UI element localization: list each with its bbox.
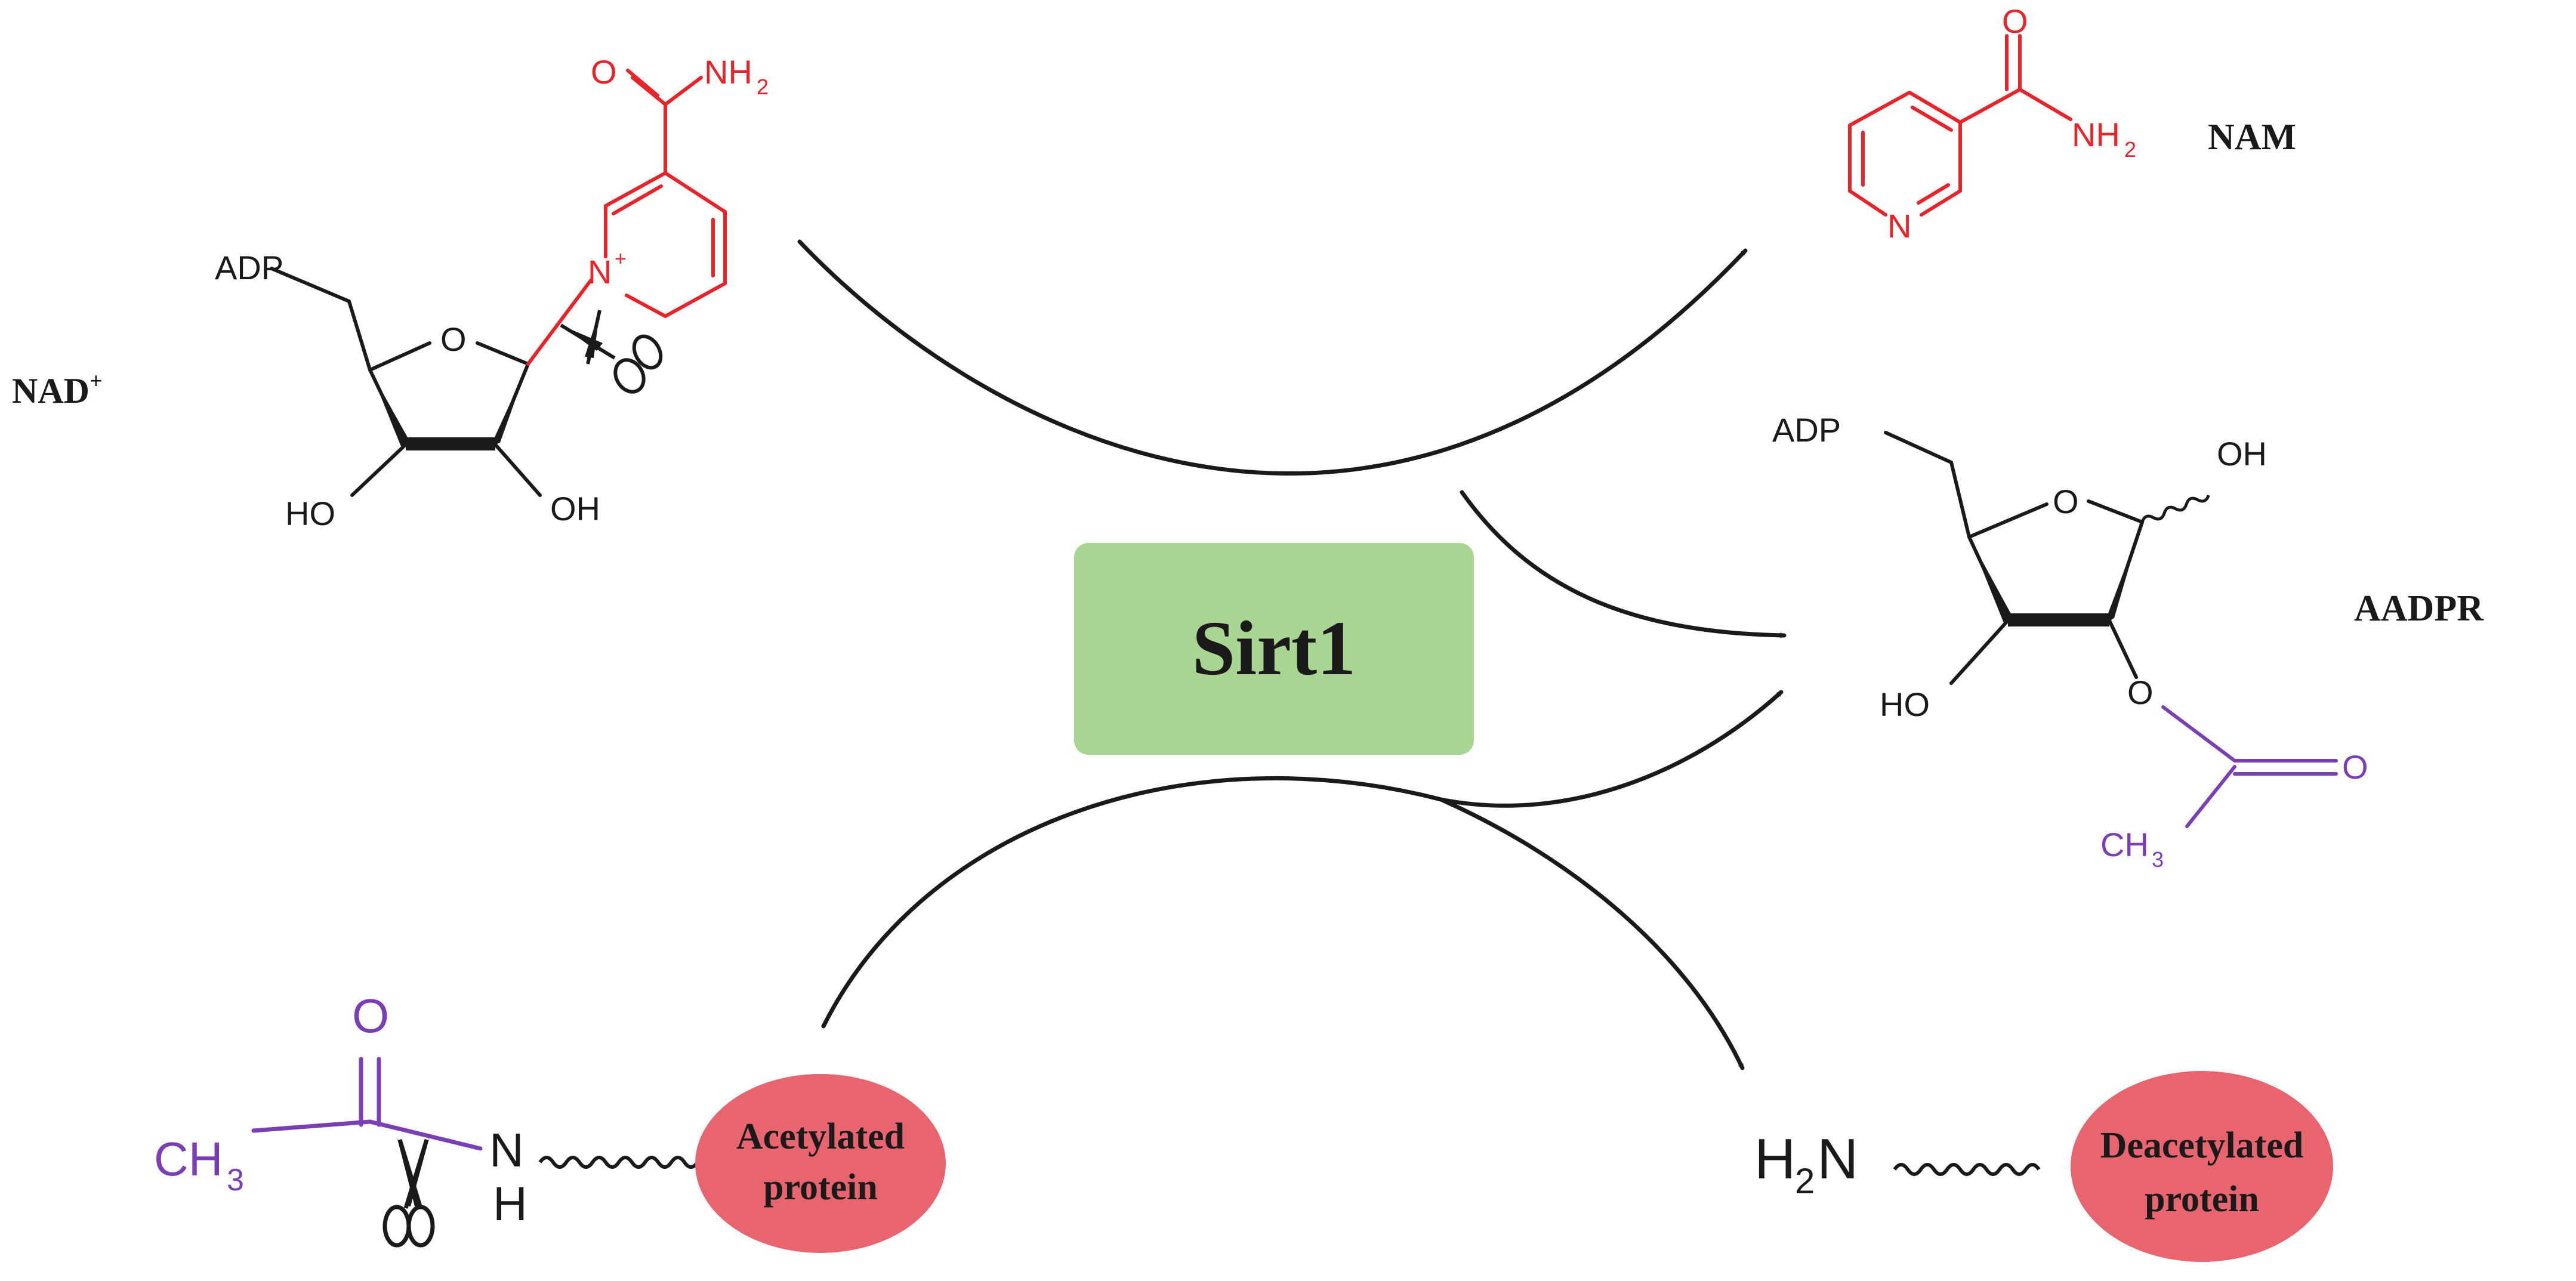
aadpr-oh-atom: OH (2217, 435, 2267, 473)
nad-nh-subscript: 2 (757, 75, 769, 99)
arrow-to-aadpr-bottom (821, 690, 1784, 1029)
arrow-to-aadpr-top (1460, 490, 1787, 638)
nad-carbonyl-oxygen: O (591, 53, 617, 91)
nam-oxygen: O (2002, 2, 2028, 40)
nad-ring-oxygen: O (440, 320, 467, 358)
amide-n-atom: N (489, 1123, 524, 1177)
nad-wedge-left (370, 370, 411, 446)
acetylated-substrate: CH 3 O N H Acetylated protein (154, 989, 946, 1253)
h2n-n-atom: N (1817, 1127, 1858, 1191)
nad-adp-atom: ADP (215, 249, 283, 286)
nad-ho-atom: HO (285, 495, 335, 532)
nam-pyridine-ring (1848, 34, 2072, 217)
nad-ribose-ring (270, 267, 542, 497)
scissors-icon (382, 1138, 435, 1248)
deacetylated-wavy-bond (1893, 1163, 2041, 1176)
nad-nh-atom: NH (704, 53, 752, 91)
acetylated-protein-label-line2: protein (763, 1167, 878, 1208)
sirt1-label: Sirt1 (1192, 606, 1356, 692)
aadpr-ch3-subscript: 3 (2152, 847, 2164, 872)
aadpr-acetyl-group (2161, 705, 2338, 828)
nad-bold-bond (406, 437, 495, 450)
nad-n-plus-atom: N (588, 253, 612, 291)
aadpr-ester-oxygen: O (2127, 674, 2154, 711)
aadpr-molecule: ADP O OH HO O O CH 3 (1772, 411, 2368, 872)
deacetylated-protein-label-line2: protein (2145, 1179, 2259, 1220)
sirt1-enzyme-box (1074, 543, 1474, 755)
arrow-to-deacetylated (1439, 797, 1745, 1070)
amide-h-atom: H (493, 1177, 527, 1230)
deacetylated-product: H 2 N Deacetylated protein (1754, 1071, 2333, 1262)
nam-n-atom: N (1887, 207, 1911, 245)
aadpr-ribose-ring (1884, 431, 2144, 685)
nad-label: NAD+ (12, 369, 103, 410)
nad-wedge-right (490, 364, 528, 446)
nad-oh-atom: OH (550, 490, 600, 527)
h2n-subscript: 2 (1795, 1161, 1815, 1201)
aadpr-label: AADPR (2354, 588, 2484, 629)
reaction-arrows (797, 239, 1787, 1070)
aadpr-ring-oxygen: O (2053, 483, 2079, 520)
aadpr-wedge-left (1969, 537, 2013, 623)
arrow-to-nam (797, 239, 1748, 476)
nad-nicotinamide-ring (526, 69, 727, 366)
nam-nh-subscript: 2 (2124, 137, 2136, 162)
scissors-icon (560, 310, 663, 394)
nam-nh-atom: NH (2072, 116, 2120, 153)
deacetylated-protein-label-line1: Deacetylated (2100, 1125, 2304, 1166)
acetylated-protein-blob (695, 1074, 946, 1253)
nam-molecule: N O NH 2 (1848, 2, 2136, 245)
acetyl-ch3-atom: CH (154, 1132, 223, 1186)
nam-label: NAM (2208, 117, 2296, 158)
acetyl-group (251, 1057, 483, 1151)
aadpr-adp-atom: ADP (1772, 411, 1841, 449)
aadpr-wedge-right (2105, 522, 2142, 623)
nad-molecule: ADP O HO OH N + O NH 2 (215, 53, 769, 532)
deacetylated-protein-blob (2071, 1071, 2333, 1262)
aadpr-anomeric-bond (2140, 495, 2210, 523)
h2n-h-atom: H (1754, 1127, 1796, 1191)
acetyl-ch3-subscript: 3 (227, 1163, 244, 1197)
acetylated-protein-label-line1: Acetylated (736, 1116, 905, 1157)
aadpr-acetyl-oxygen: O (2342, 748, 2368, 786)
aadpr-ch3-atom: CH (2100, 826, 2149, 863)
aadpr-bold-bond (2008, 613, 2109, 626)
acetylated-wavy-bond (538, 1156, 699, 1169)
acetyl-oxygen: O (352, 989, 389, 1042)
nad-n-charge: + (615, 248, 627, 270)
aadpr-ho-atom: HO (1880, 686, 1930, 723)
